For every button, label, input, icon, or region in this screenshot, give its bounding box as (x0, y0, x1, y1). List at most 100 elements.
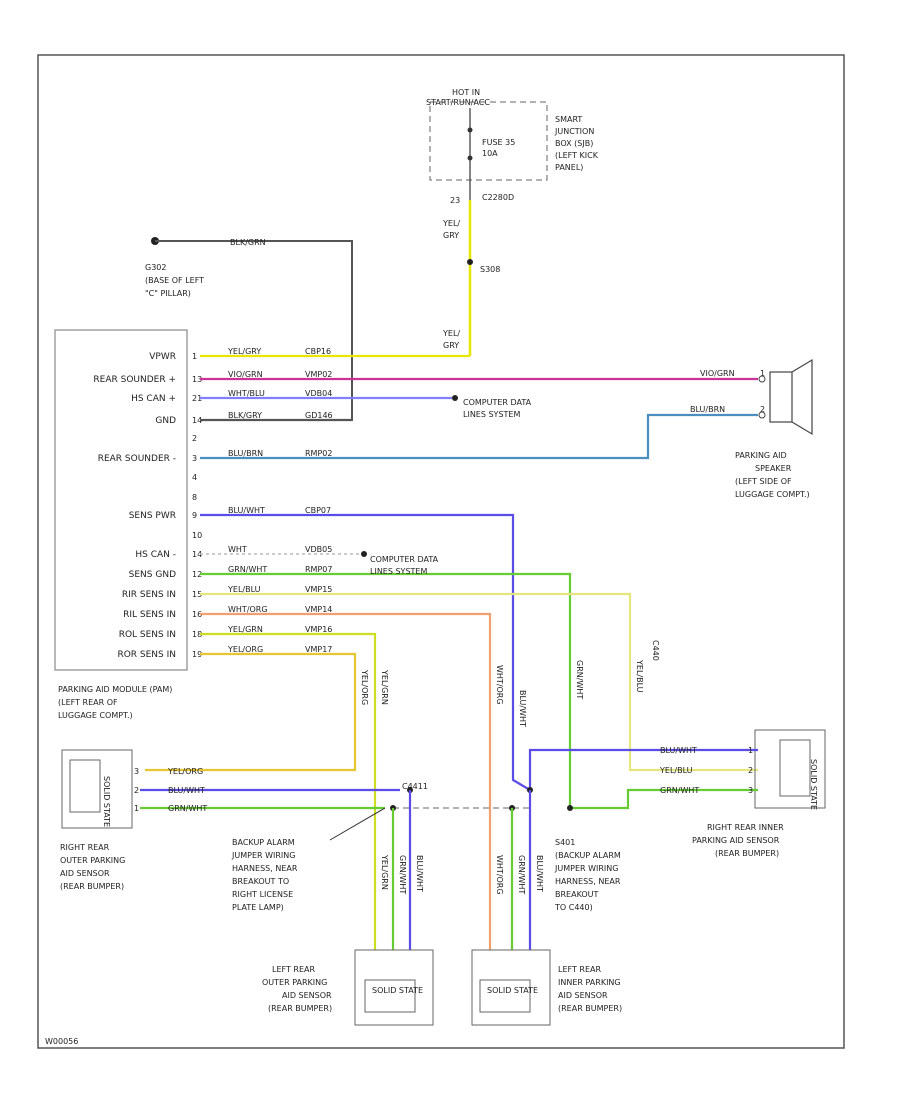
splice-right-gnd (567, 805, 573, 811)
wire-circuit-label: CBP16 (305, 347, 331, 356)
wire-sens-pwr (200, 513, 531, 791)
wire-color-label: YEL/BLU (227, 585, 261, 594)
splice-s308-label: S308 (480, 265, 500, 274)
pin-23: 23 (450, 196, 460, 205)
svg-text:GRN/WHT: GRN/WHT (660, 786, 699, 795)
svg-text:GRN/WHT: GRN/WHT (517, 855, 526, 894)
svg-text:WHT/ORG: WHT/ORG (495, 665, 504, 705)
fuse-rating: 10A (482, 149, 498, 158)
speaker-label: PARKING AID SPEAKER (LEFT SIDE OF LUGGAG… (735, 451, 810, 499)
svg-text:RIGHT LICENSE: RIGHT LICENSE (232, 890, 293, 899)
svg-text:3: 3 (748, 786, 753, 795)
wire-circuit-label: VDB05 (305, 545, 332, 554)
svg-text:BREAKOUT: BREAKOUT (555, 890, 599, 899)
module-pin-label: HS CAN - (135, 550, 176, 560)
svg-text:LEFT REAR: LEFT REAR (558, 965, 601, 974)
fuse-label: FUSE 35 (482, 138, 515, 147)
splice-s308 (467, 259, 473, 265)
svg-text:TO C440): TO C440) (554, 903, 593, 912)
right-rear-inner-wire-labels: BLU/WHT YEL/BLU GRN/WHT 1 2 3 (659, 746, 753, 795)
right-rear-inner-sensor-body (779, 739, 811, 797)
module-pin-number: 16 (192, 610, 202, 619)
backup-alarm-1-connector: C4411 (402, 782, 428, 791)
svg-text:BLU/WHT: BLU/WHT (660, 746, 697, 755)
module-pin-number: 18 (192, 630, 202, 639)
hot-in-label: HOT IN (452, 88, 480, 97)
svg-text:OUTER PARKING: OUTER PARKING (262, 978, 327, 987)
backup-alarm-2-label: S401 (BACKUP ALARM JUMPER WIRING HARNESS… (554, 838, 621, 912)
svg-text:3: 3 (134, 767, 139, 776)
svg-text:2: 2 (134, 786, 139, 795)
wire-rir-sens-in (200, 592, 758, 772)
wire-yel-gry-top-label: YEL/ GRY (442, 219, 460, 240)
speaker-pin-1 (758, 375, 766, 383)
speaker-pin-2 (758, 411, 766, 419)
svg-text:(LEFT REAR OF: (LEFT REAR OF (58, 698, 118, 707)
wire-color-label: YEL/GRY (227, 347, 261, 356)
module-pin-label: ROL SENS IN (119, 630, 176, 640)
module-pin-label: VPWR (149, 352, 176, 362)
backup-alarm-1-label: BACKUP ALARM JUMPER WIRING HARNESS, NEAR… (231, 838, 298, 912)
svg-text:S401: S401 (555, 838, 575, 847)
module-pin-number: 14 (192, 416, 202, 425)
module-pin-number: 13 (192, 375, 202, 384)
wire-circuit-label: VMP14 (305, 605, 332, 614)
svg-text:PLATE LAMP): PLATE LAMP) (232, 903, 284, 912)
svg-text:BOX (SJB): BOX (SJB) (555, 139, 593, 148)
leader-line (329, 807, 386, 841)
right-rear-inner-sensor (754, 729, 826, 809)
sjb-box (429, 101, 548, 181)
wire-color-label: VIO/GRN (228, 370, 263, 379)
module-pin-label: HS CAN + (131, 394, 176, 404)
svg-text:PARKING AID SENSOR: PARKING AID SENSOR (692, 836, 780, 845)
svg-text:1: 1 (134, 804, 139, 813)
svg-text:WHT/ORG: WHT/ORG (495, 855, 504, 895)
svg-text:GRY: GRY (443, 341, 459, 350)
footer-code: W00056 (45, 1037, 78, 1046)
module-pin-number: 9 (192, 511, 197, 520)
wire-color-label: GRN/WHT (228, 565, 267, 574)
svg-text:OUTER PARKING: OUTER PARKING (60, 856, 125, 865)
left-rear-inner-sensor (471, 949, 551, 1026)
right-rear-outer-sensor (61, 749, 133, 829)
speaker-wire-top: VIO/GRN (700, 369, 735, 378)
module-pin-number: 4 (192, 473, 197, 482)
module-pin-number: 10 (192, 531, 202, 540)
right-rear-outer-wire-labels: YEL/ORG BLU/WHT GRN/WHT 3 2 1 (134, 767, 207, 813)
svg-text:YEL/GRN: YEL/GRN (380, 854, 389, 890)
svg-text:(BACKUP ALARM: (BACKUP ALARM (555, 851, 621, 860)
module-label: PARKING AID MODULE (PAM) (LEFT REAR OF L… (58, 685, 172, 720)
right-rear-outer-sensor-body (69, 759, 101, 813)
svg-text:GRN/WHT: GRN/WHT (168, 804, 207, 813)
svg-text:GRY: GRY (443, 231, 459, 240)
wire-color-label: WHT/ORG (228, 605, 268, 614)
svg-text:SPEAKER: SPEAKER (755, 464, 792, 473)
right-rear-inner-label: RIGHT REAR INNER PARKING AID SENSOR (REA… (692, 823, 784, 858)
module-pin-label: SENS GND (129, 570, 176, 580)
svg-text:PARKING AID: PARKING AID (735, 451, 787, 460)
wire-color-label: YEL/GRN (227, 625, 263, 634)
wire-rol-sens-in (200, 632, 377, 950)
svg-text:RIGHT REAR INNER: RIGHT REAR INNER (707, 823, 784, 832)
module-pin-number: 14 (192, 550, 202, 559)
svg-text:BLU/WHT: BLU/WHT (415, 855, 424, 892)
g302-label: G302 (BASE OF LEFT "C" PILLAR) (145, 263, 204, 298)
module-pin-label: RIR SENS IN (122, 590, 176, 600)
wire-color-label: BLU/WHT (228, 506, 265, 515)
svg-text:LINES SYSTEM: LINES SYSTEM (463, 410, 520, 419)
svg-text:YEL/ORG: YEL/ORG (360, 669, 369, 705)
wire-color-label: BLU/BRN (228, 449, 263, 458)
svg-text:(LEFT KICK: (LEFT KICK (555, 151, 599, 160)
svg-text:HARNESS, NEAR: HARNESS, NEAR (555, 877, 621, 886)
svg-text:AID SENSOR: AID SENSOR (558, 991, 608, 1000)
module-pin-number: 1 (192, 352, 197, 361)
svg-text:GRN/WHT: GRN/WHT (398, 855, 407, 894)
svg-text:(REAR BUMPER): (REAR BUMPER) (715, 849, 779, 858)
svg-text:JUMPER WIRING: JUMPER WIRING (231, 851, 295, 860)
right-rear-outer-label: RIGHT REAR OUTER PARKING AID SENSOR (REA… (60, 843, 125, 891)
left-rear-outer-label: LEFT REAR OUTER PARKING AID SENSOR (REAR… (262, 965, 332, 1013)
computer-data-2-node (361, 551, 367, 557)
svg-text:(REAR BUMPER): (REAR BUMPER) (60, 882, 124, 891)
svg-text:AID SENSOR: AID SENSOR (60, 869, 110, 878)
